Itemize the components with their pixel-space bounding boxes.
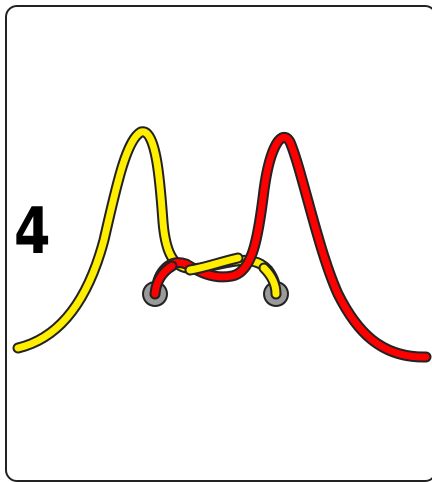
lace-crossing [184, 252, 244, 276]
step-number: 4 [14, 195, 51, 269]
left-lace [12, 126, 282, 354]
instruction-panel [5, 5, 432, 482]
lace-ends [149, 260, 282, 300]
right-lace [150, 131, 432, 363]
